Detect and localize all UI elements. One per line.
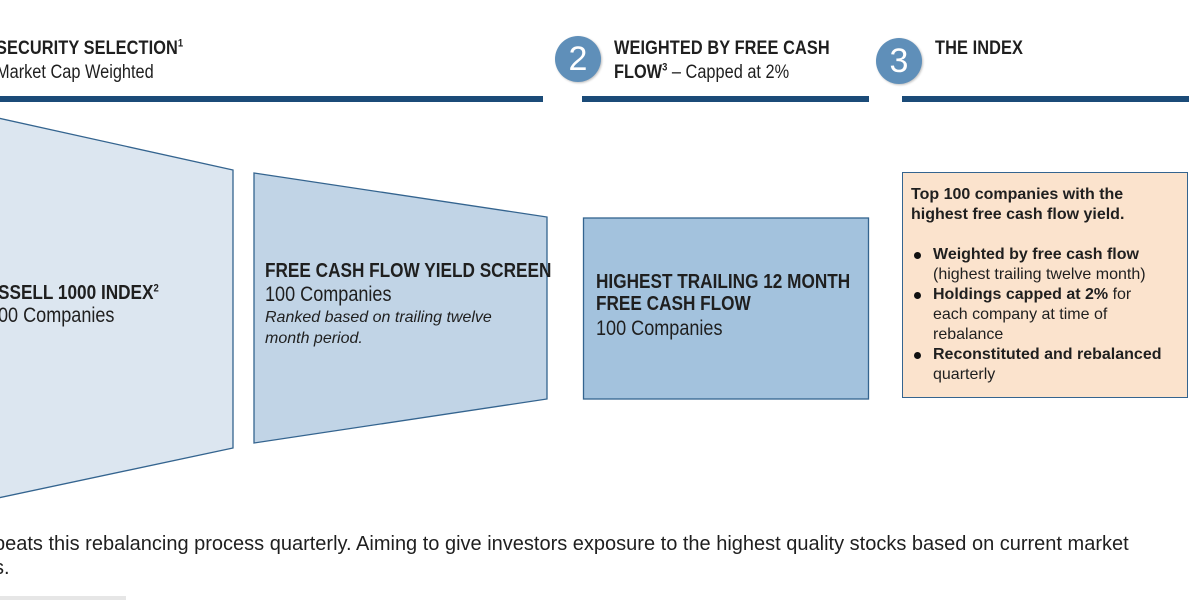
bullet-text: quarterly [933,366,996,383]
list-item: Reconstituted and rebalanced quarterly [911,345,1179,385]
step1-title: SECURITY SELECTION1 [0,37,184,59]
bullet-bold-text: Weighted by free cash flow [933,246,1139,263]
step3-header: THE INDEX [935,38,1037,60]
funnel-stage-2-note-line2: month period. [265,330,363,347]
footer-note-line2: s. [0,557,10,579]
index-intro-line1: Top 100 companies with the [911,186,1124,203]
list-item: Weighted by free cash flow (highest trai… [911,245,1179,285]
bullet-icon [914,292,921,299]
bullet-bold-text: Reconstituted and rebalanced [933,346,1162,363]
step3-title: THE INDEX [935,38,1023,59]
step2-title-line1: WEIGHTED BY FREE CASH [614,38,830,59]
index-intro-line2: highest free cash flow yield. [911,206,1125,223]
step3-number-badge: 3 [876,38,922,84]
screen-stage-3-title-line1: HIGHEST TRAILING 12 MONTH [596,271,851,293]
funnel-stage-1-count: 00 Companies [0,304,115,327]
bullet-icon [914,352,921,359]
screen-stage-3-title-line2: FREE CASH FLOW [596,293,751,315]
bullet-text: (highest trailing twelve month) [933,266,1146,283]
funnel-stage-2-count: 100 Companies [265,283,392,306]
footer-note-line1: peats this rebalancing process quarterly… [0,533,1129,555]
funnel-stage-1-text: SSELL 1000 INDEX2 00 Companies [0,282,185,328]
step1-header: SECURITY SELECTION1 Market Cap Weighted [0,38,214,84]
index-bullet-list: Weighted by free cash flow (highest trai… [911,245,1179,385]
bullet-text: each company at time of [933,306,1108,323]
bullet-tail-text: for [1108,286,1132,303]
step2-header: WEIGHTED BY FREE CASH FLOW3 – Capped at … [614,38,865,84]
step3-rule [902,96,1189,102]
screen-stage-3-text: HIGHEST TRAILING 12 MONTH FREE CASH FLOW… [596,271,892,341]
step2-title-line2: FLOW3 – Capped at 2% [614,61,790,83]
footer-divider [0,596,126,600]
step2-rule [582,96,869,102]
step2-number-badge: 2 [555,36,601,82]
bullet-bold-text: Holdings capped at 2% [933,286,1109,303]
funnel-stage-1-title: SSELL 1000 INDEX2 [0,282,159,304]
bullet-text: rebalance [933,326,1004,343]
bullet-icon [914,252,921,259]
funnel-stage-2-title: FREE CASH FLOW YIELD SCREEN [265,260,552,282]
funnel-stage-2-note-line1: Ranked based on trailing twelve [265,309,492,326]
step1-rule [0,96,543,102]
list-item: Holdings capped at 2% for each company a… [911,285,1179,345]
index-intro: Top 100 companies with the highest free … [911,185,1179,225]
footer-note: peats this rebalancing process quarterly… [0,532,1194,580]
screen-stage-3-count: 100 Companies [596,317,723,340]
funnel-stage-2-text: FREE CASH FLOW YIELD SCREEN 100 Companie… [265,260,598,349]
step1-subtitle: Market Cap Weighted [0,62,154,83]
index-summary-box: Top 100 companies with the highest free … [902,172,1188,398]
